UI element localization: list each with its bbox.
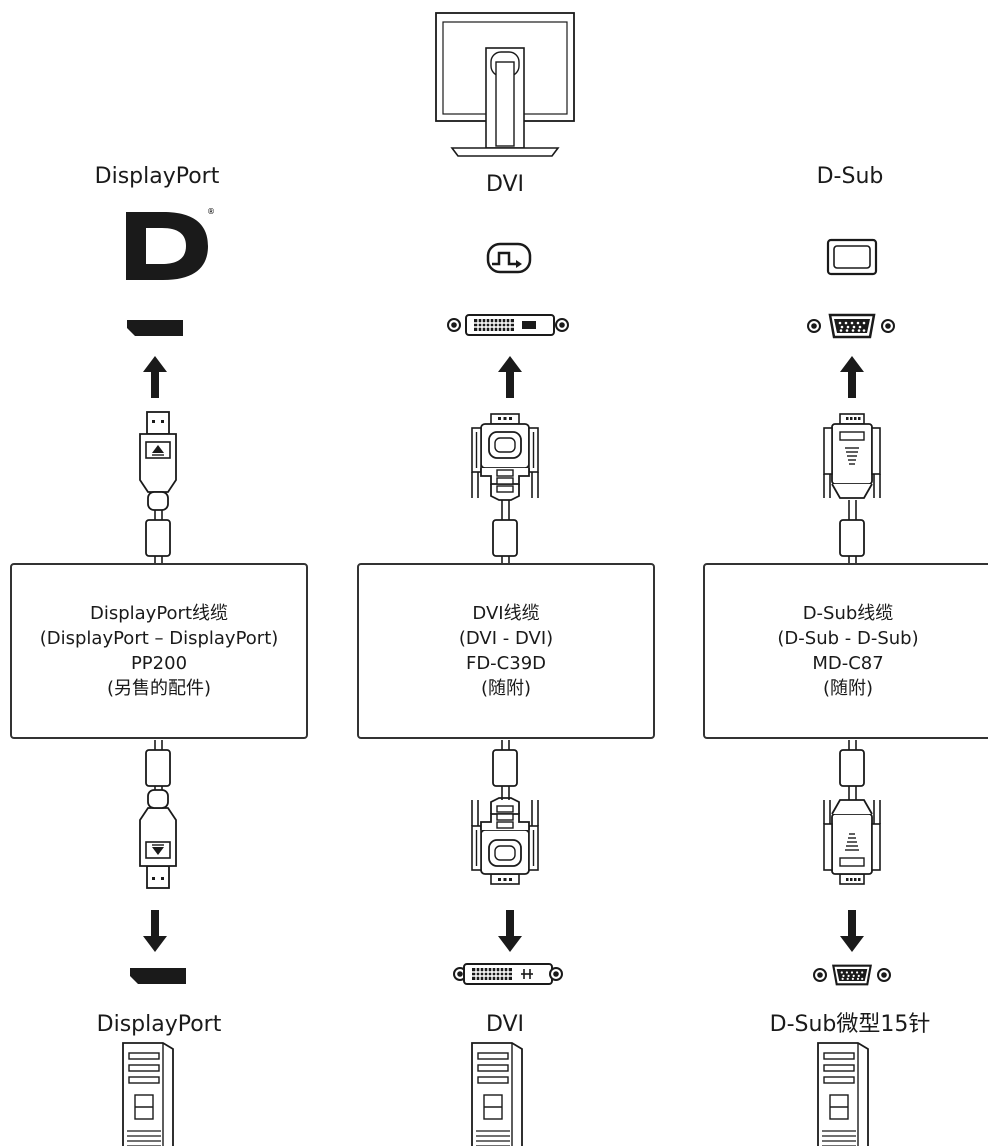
dvi-plug-top xyxy=(471,413,539,501)
cable-spec: (D-Sub - D-Sub) xyxy=(777,628,919,649)
cable-model: MD-C87 xyxy=(812,653,884,674)
cable-note: (随附) xyxy=(480,678,532,699)
cable-model: PP200 xyxy=(130,653,188,674)
cable-box-d-sub: D-Sub线缆 (D-Sub - D-Sub) MD-C87 (随附) xyxy=(703,563,988,739)
cable-note: (另售的配件) xyxy=(106,678,212,699)
svg-text:®: ® xyxy=(207,207,215,216)
dvi-port-icon xyxy=(447,314,569,336)
d-sub-plug-top xyxy=(823,413,881,499)
displayport-port-icon xyxy=(130,968,186,984)
cable-spec: (DVI - DVI) xyxy=(458,628,554,649)
dvi-symbol-icon xyxy=(486,242,532,274)
pc-output-label-displayport: DisplayPort xyxy=(96,1012,222,1037)
dvi-port-icon xyxy=(453,963,563,985)
pc-tower-icon xyxy=(817,1042,869,1146)
cable-model: FD-C39D xyxy=(465,653,547,674)
monitor-input-label-displayport: DisplayPort xyxy=(94,164,220,189)
pc-output-label-dvi: DVI xyxy=(485,1012,525,1037)
ferrite-core-icon xyxy=(145,749,865,787)
d-sub-symbol-icon xyxy=(826,238,878,276)
d-sub-port-icon xyxy=(807,313,895,339)
d-sub-plug-bottom xyxy=(823,799,881,885)
pc-tower-icon xyxy=(471,1042,523,1146)
monitor-back-icon xyxy=(435,12,575,157)
cable-name: D-Sub线缆 xyxy=(802,603,894,624)
displayport-plug-bottom xyxy=(139,789,177,889)
pc-tower-icon xyxy=(122,1042,174,1146)
cable-box-dvi: DVI线缆 (DVI - DVI) FD-C39D (随附) xyxy=(357,563,655,739)
cable-spec: (DisplayPort – DisplayPort) xyxy=(39,628,279,649)
arrow-down-icon xyxy=(143,910,864,952)
pc-output-label-d-sub: D-Sub微型15针 xyxy=(769,1012,931,1037)
cable-note: (随附) xyxy=(822,678,874,699)
arrow-up-icon xyxy=(143,356,864,398)
monitor-input-label-d-sub: D-Sub xyxy=(816,164,884,189)
cable-name: DVI线缆 xyxy=(472,603,540,624)
monitor-input-label-dvi: DVI xyxy=(485,172,525,197)
cable-name: DisplayPort线缆 xyxy=(89,603,229,624)
displayport-logo-icon: ® xyxy=(126,207,215,280)
ferrite-core-icon xyxy=(145,519,865,557)
cable-box-displayport: DisplayPort线缆 (DisplayPort – DisplayPort… xyxy=(10,563,308,739)
displayport-plug-top xyxy=(139,411,177,511)
displayport-port-icon xyxy=(127,320,183,336)
dvi-plug-bottom xyxy=(471,797,539,885)
d-sub-port-icon xyxy=(813,964,891,986)
